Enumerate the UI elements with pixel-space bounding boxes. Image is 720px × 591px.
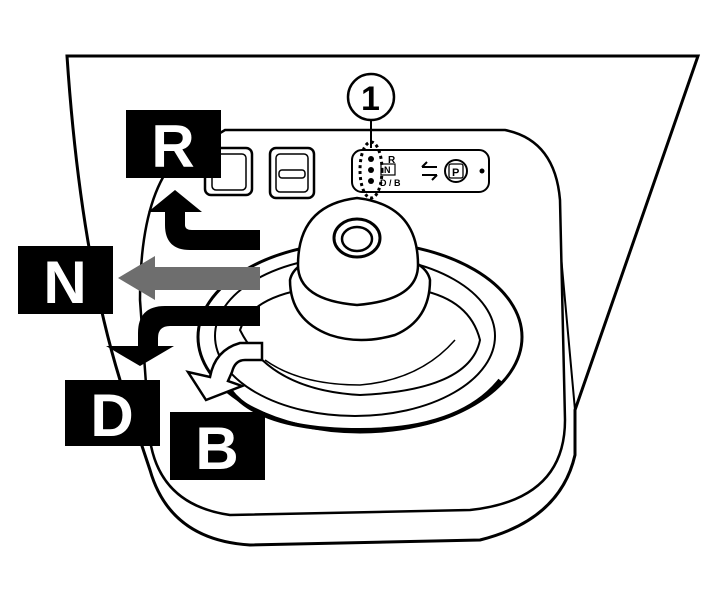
svg-text:B: B — [195, 415, 238, 482]
shifter-neck-shadow — [264, 339, 456, 386]
callout-number: 1 — [361, 80, 380, 118]
arrow-to-n — [118, 256, 260, 300]
position-label-n: N — [18, 246, 113, 316]
indicator-led-r — [368, 156, 374, 162]
arrow-to-b — [185, 341, 264, 402]
park-button[interactable] — [444, 159, 468, 183]
indicator-label-db: D / B — [380, 178, 401, 188]
indicator-label-n: N — [384, 165, 391, 175]
park-indicator-dot — [479, 168, 485, 174]
shifter-gate-rim — [228, 378, 502, 433]
indicator-led-db — [368, 178, 374, 184]
shift-direction-icon — [421, 161, 438, 181]
callout-dotted-outline — [358, 140, 384, 200]
svg-text:D: D — [90, 382, 133, 449]
indicator-led-n — [368, 167, 374, 173]
arrow-to-d — [106, 306, 260, 366]
position-label-b: B — [170, 412, 265, 482]
position-label-d: D — [65, 380, 160, 449]
switch-button-right[interactable] — [268, 146, 316, 200]
svg-text:R: R — [151, 113, 194, 180]
arrow-to-r — [148, 190, 260, 250]
indicator-label-r: R — [388, 155, 396, 166]
svg-text:N: N — [43, 249, 86, 316]
park-button-label: P — [452, 167, 459, 179]
position-label-r: R — [126, 110, 221, 180]
